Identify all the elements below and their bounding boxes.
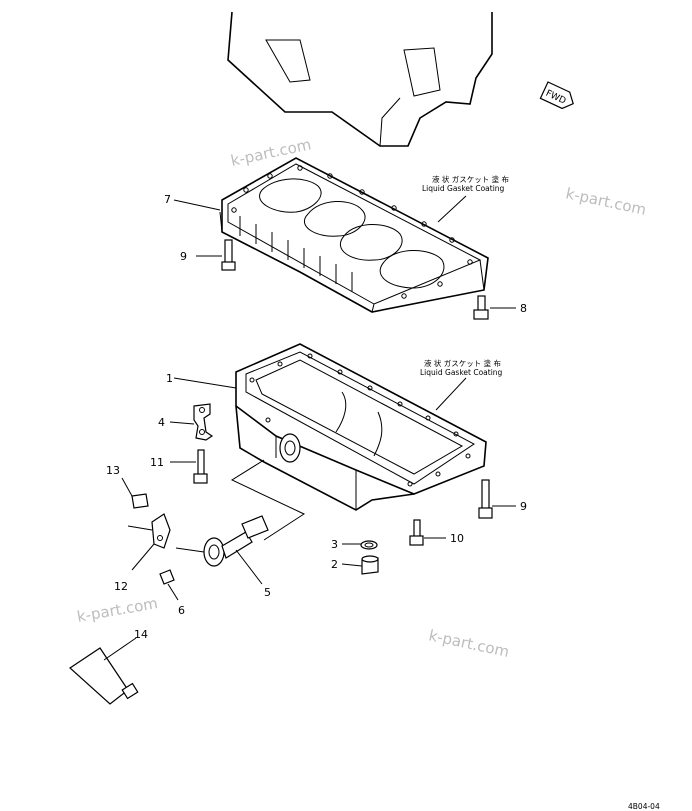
callout-11: 11 [150, 456, 164, 469]
callout-9-lower: 9 [520, 500, 527, 513]
callout-1: 1 [166, 372, 173, 385]
gasket-note-top-jp: 液 状 ガスケット 塗 布 [432, 174, 510, 184]
bolt-11 [170, 449, 208, 484]
callout-9-upper: 9 [180, 250, 187, 263]
drain-plug-set [341, 540, 379, 575]
callouts: 7 9 8 1 4 11 13 9 10 3 2 12 5 6 14 [106, 193, 527, 641]
gasket-note-top: 液 状 ガスケット 塗 布 Liquid Gasket Coating [422, 174, 510, 193]
watermark: k-part.com [564, 184, 648, 219]
oil-pan [235, 343, 487, 511]
watermark: k-part.com [229, 135, 313, 170]
bolt-13 [121, 477, 149, 509]
callout-7: 7 [164, 193, 171, 206]
gasket-plate [219, 157, 489, 313]
callout-3: 3 [331, 538, 338, 551]
callout-4: 4 [158, 416, 165, 429]
bracket-4 [169, 403, 214, 441]
watermarks: k-part.com k-part.com k-part.com k-part.… [76, 135, 648, 661]
watermark: k-part.com [76, 594, 160, 626]
bolt-10 [409, 519, 446, 546]
callout-8: 8 [520, 302, 527, 315]
gasket-note-bottom: 液 状 ガスケット 塗 布 Liquid Gasket Coating [420, 358, 503, 377]
watermark: k-part.com [427, 626, 511, 661]
callout-6: 6 [178, 604, 185, 617]
clamp-12 [127, 513, 171, 571]
engine-block [227, 11, 493, 147]
callout-2: 2 [331, 558, 338, 571]
callout-5: 5 [264, 586, 271, 599]
bolt-9-upper [196, 239, 236, 271]
callout-14: 14 [134, 628, 148, 641]
leader-1 [173, 377, 237, 389]
gasket-tube-14 [69, 637, 139, 705]
explode-guide [230, 459, 306, 541]
leader-7 [173, 199, 221, 211]
gasket-note-bottom-en: Liquid Gasket Coating [420, 368, 503, 377]
pan-bolt-holes [249, 353, 471, 487]
plug-6 [159, 569, 179, 601]
callout-10: 10 [450, 532, 464, 545]
page-code: 4B04-04 [628, 802, 660, 811]
leader-gasket-bottom [435, 377, 467, 411]
gasket-note-bottom-jp: 液 状 ガスケット 塗 布 [424, 358, 502, 368]
bolt-9-lower [478, 479, 516, 519]
fwd-marker: FWD [539, 81, 574, 110]
gasket-note-top-en: Liquid Gasket Coating [422, 184, 505, 193]
callout-13: 13 [106, 464, 120, 477]
callout-12: 12 [114, 580, 128, 593]
leader-gasket-top [437, 195, 467, 223]
sensor-5 [175, 515, 269, 585]
bolt-holes [231, 165, 473, 299]
bolt-8 [473, 295, 516, 320]
